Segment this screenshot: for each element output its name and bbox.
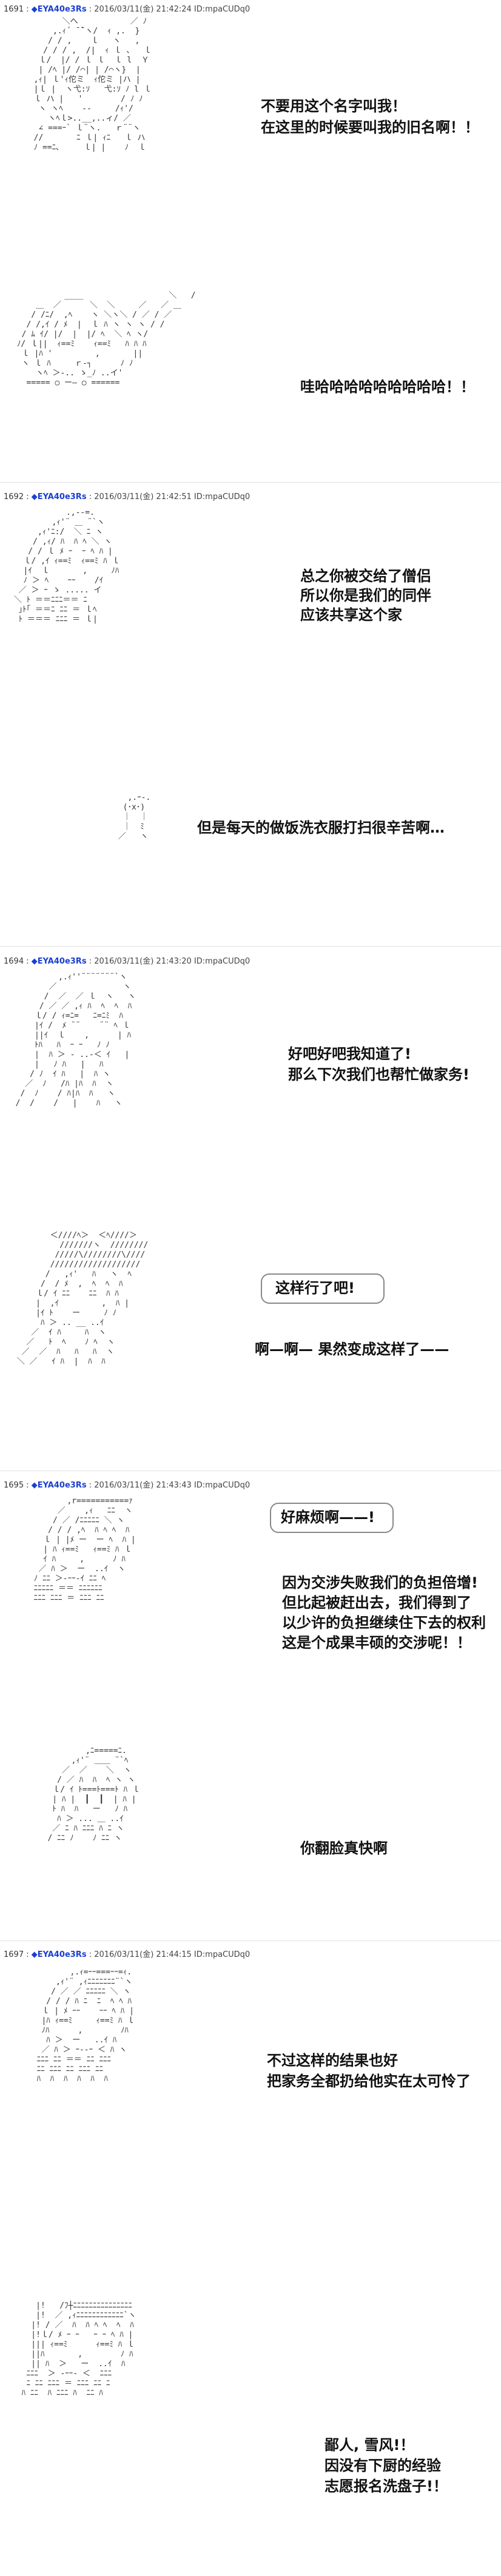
- dialogue-line: 但是每天的做饭洗衣服打扫很辛苦啊…: [197, 819, 445, 836]
- dialogue-line: 不过这样的结果也好: [267, 2052, 398, 2069]
- ascii-art: ,.ｰ‐. (･x･) ｜ ｜ ｜ ﾐ ／ ヽ: [118, 793, 151, 841]
- dialogue-line: 不要用这个名字叫我！: [261, 98, 406, 115]
- ascii-art: ,r===========ｧ ／ ,ｨ ﾆﾆ ヽ / ／ /ﾆﾆﾆﾆﾆ ＼ ヽ …: [33, 1497, 136, 1603]
- dialogue-line: 因为交涉失败我们的负担倍增!: [282, 1574, 478, 1591]
- dialogue-line: 以少许的负担继续住下去的权利: [282, 1614, 486, 1631]
- dialogue-line: 好麻烦啊——!: [281, 1509, 375, 1526]
- dialogue-line: 把家务全都扔给他实在太可怜了: [267, 2073, 471, 2090]
- post-header: 1692 : ◆EYA40e3Rs : 2016/03/11(金) 21:42:…: [4, 490, 250, 501]
- ascii-art: ＜////ﾍ＞ ＜ﾍ////＞ ///////ヽ //////// /////\…: [16, 1231, 149, 1366]
- dialogue-line: 这是个成果丰硕的交涉呢！！: [282, 1634, 471, 1651]
- post-date: : 2016/03/11(金) 21:43:20 ID:mpaCUDq0: [89, 957, 250, 966]
- dialogue-line: 那么下次我们也帮忙做家务!: [288, 1066, 469, 1083]
- dialogue-line: 这样行了吧!: [275, 1280, 355, 1296]
- ascii-art: ,.ｨ=ｰｰ===ｰｰ=ｨ. ,ｨ'¨ ,ｨﾆﾆﾆﾆﾆﾆﾆ¨`ヽ / ／ ／ ﾆ…: [36, 1968, 135, 2084]
- speech-bubble: 好麻烦啊——!: [270, 1503, 394, 1533]
- post-number: 1695 :: [4, 1481, 29, 1490]
- post-date: : 2016/03/11(金) 21:44:15 ID:mpaCUDq0: [89, 1950, 250, 1959]
- dialogue-line: 志愿报名洗盘子!！: [324, 2478, 448, 2495]
- dialogue-line: 啊—啊— 果然变成这样了——: [255, 1341, 449, 1358]
- post-number: 1694 :: [4, 957, 29, 966]
- post-divider: [0, 482, 501, 483]
- post-header: 1691 : ◆EYA40e3Rs : 2016/03/11(金) 21:42:…: [4, 2, 250, 14]
- speech-bubble: 这样行了吧!: [261, 1273, 385, 1304]
- ascii-art: ,.ｨ''¨¨¨¨¨¨¨`ヽ ／ ヽ / ／ ／ ｌ ヽ ヽ / ／ ／ ,ｨ …: [15, 973, 136, 1108]
- dialogue-line: 你翻脸真快啊: [300, 1840, 388, 1857]
- post-divider: [0, 946, 501, 947]
- post-number: 1692 :: [4, 492, 29, 501]
- post-header: 1695 : ◆EYA40e3Rs : 2016/03/11(金) 21:43:…: [4, 1478, 250, 1490]
- dialogue-line: 鄙人, 雪风!！: [324, 2437, 415, 2454]
- poster-name[interactable]: ◆EYA40e3Rs: [31, 957, 87, 966]
- poster-name[interactable]: ◆EYA40e3Rs: [31, 492, 87, 501]
- dialogue-line: 因没有下厨的经验: [324, 2457, 441, 2474]
- ascii-art: ＼へ ／ ﾉ ,.ｨ´ ̄ ̄`ヽ/ ｨ ,. } / / , ｌ ヽ , / …: [33, 17, 152, 152]
- dialogue-line: 好吧好吧我知道了!: [288, 1045, 411, 1062]
- ascii-art: |! /ﾌ┼ﾆﾆﾆﾆﾆﾆﾆﾆﾆﾆﾆﾆﾆﾆﾆ |! ／ ,ｨﾆﾆﾆﾆﾆﾆﾆﾆﾆﾆﾆ…: [21, 2301, 136, 2398]
- ascii-art: ____ ＼ / ＿ ／ ＼ ＼ ／ ／ ＿ / /ﾆ/ ,ﾍ ヽ ＼ヽ＼ / …: [16, 291, 196, 387]
- dialogue-line: 但比起被赶出去，我们得到了: [282, 1594, 471, 1611]
- ascii-art: .,--=. ,ｨ'¨ ＿ ¨`ヽ ,ｨ'ﾆ:/ ＼ ﾆ ヽ / ,ｨ/ ﾊ ﾊ…: [13, 508, 120, 624]
- poster-name[interactable]: ◆EYA40e3Rs: [31, 1481, 87, 1490]
- poster-name[interactable]: ◆EYA40e3Rs: [31, 1950, 87, 1959]
- post-date: : 2016/03/11(金) 21:42:51 ID:mpaCUDq0: [89, 492, 250, 501]
- dialogue-line: 哇哈哈哈哈哈哈哈哈哈！！: [300, 378, 475, 395]
- post-number: 1691 :: [4, 5, 29, 14]
- post-divider: [0, 1940, 501, 1941]
- dialogue-line: 应该共享这个家: [300, 606, 402, 623]
- post-date: : 2016/03/11(金) 21:42:24 ID:mpaCUDq0: [89, 5, 250, 14]
- dialogue-line: 在这里的时候要叫我的旧名啊！！: [261, 119, 479, 136]
- dialogue-line: 总之你被交给了僧侣: [300, 568, 431, 585]
- post-header: 1694 : ◆EYA40e3Rs : 2016/03/11(金) 21:43:…: [4, 954, 250, 966]
- dialogue-line: 所以你是我们的同伴: [300, 587, 431, 604]
- post-header: 1697 : ◆EYA40e3Rs : 2016/03/11(金) 21:44:…: [4, 1948, 250, 1959]
- post-number: 1697 :: [4, 1950, 29, 1959]
- poster-name[interactable]: ◆EYA40e3Rs: [31, 5, 87, 14]
- ascii-art: ,ﾆ=====ﾆ. ,ｨ'¨ ＿＿ ¨`ﾍ ／ ／ ＼ ヽ / ／ ﾊ ﾊ ﾍ …: [47, 1746, 140, 1843]
- post-date: : 2016/03/11(金) 21:43:43 ID:mpaCUDq0: [89, 1481, 250, 1490]
